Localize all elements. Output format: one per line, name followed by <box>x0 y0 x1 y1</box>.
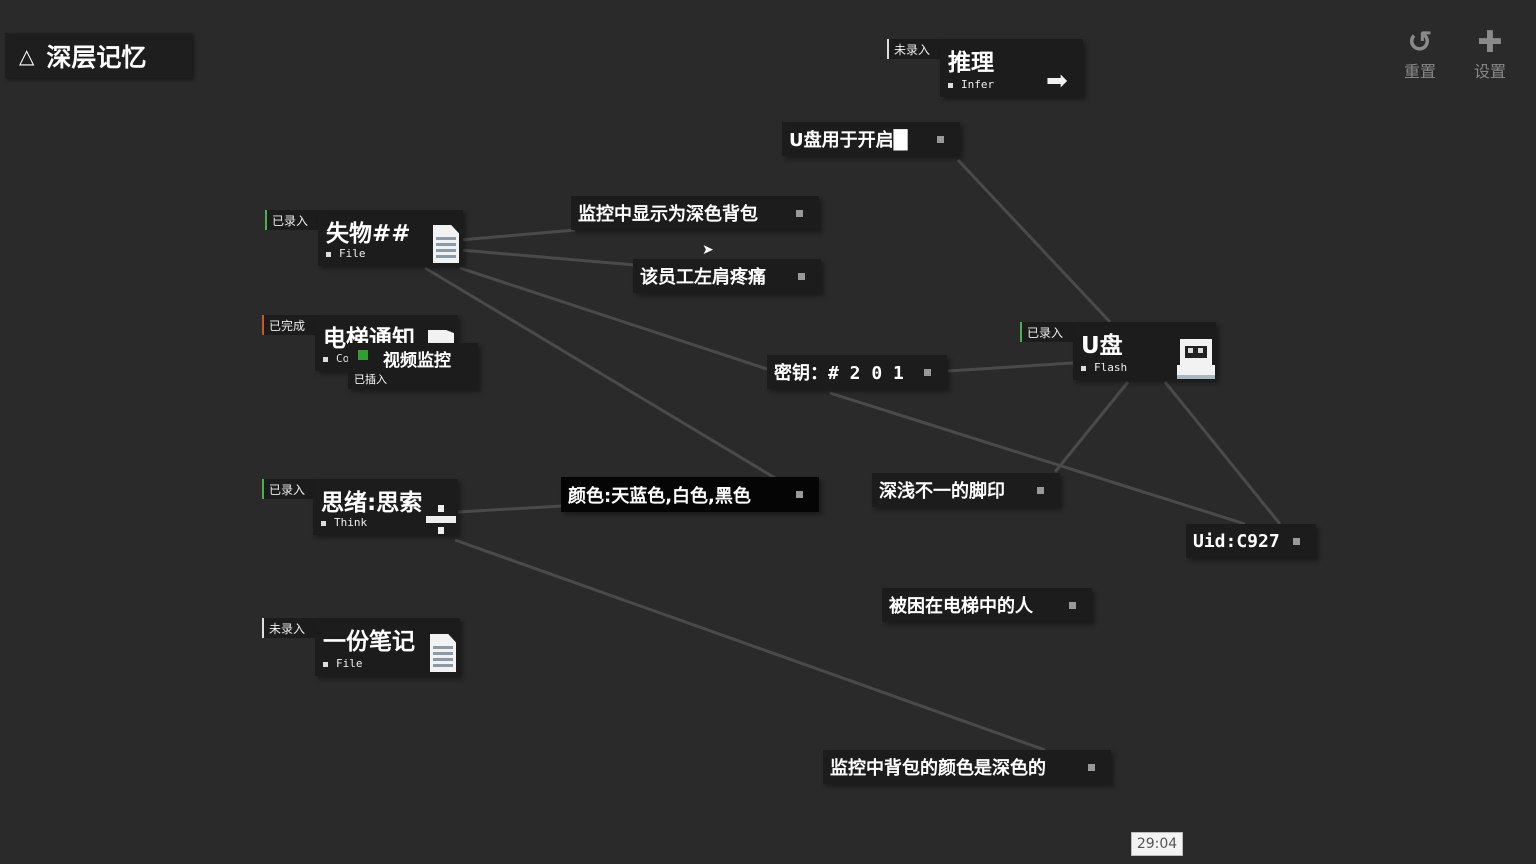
fact-shoulder[interactable]: 该员工左肩疼痛 <box>633 259 821 293</box>
file-icon <box>433 225 459 263</box>
status-tag: 已完成 <box>262 315 315 335</box>
node-video-monitor[interactable]: 视频监控 已插入 <box>348 343 478 389</box>
status-tag: 未录入 <box>262 618 315 638</box>
fact-handle[interactable] <box>1069 602 1076 609</box>
fact-handle[interactable] <box>1293 538 1300 545</box>
file-icon <box>430 634 456 672</box>
plus-icon: ✚ <box>1477 25 1503 60</box>
fact-handle[interactable] <box>937 136 944 143</box>
fact-trapped[interactable]: 被困在电梯中的人 <box>882 588 1092 622</box>
node-lost-item[interactable]: 失物## File <box>318 210 463 266</box>
node-infer[interactable]: 推理 Infer ➡ <box>940 39 1083 97</box>
fact-handle[interactable] <box>796 491 803 498</box>
fact-handle[interactable] <box>798 273 805 280</box>
fact-color[interactable]: 颜色:天蓝色,白色,黑色 <box>561 477 819 512</box>
fact-bag-color[interactable]: 监控中背包的颜色是深色的 <box>823 750 1111 784</box>
usb-drive-icon <box>1177 339 1215 379</box>
file-icon <box>428 330 454 344</box>
divide-icon <box>426 505 456 535</box>
node-usb[interactable]: U盘 Flash <box>1073 322 1216 380</box>
app-title[interactable]: △深层记忆 <box>5 33 192 78</box>
fact-usb-open[interactable]: U盘用于开启█ <box>782 122 960 156</box>
node-note[interactable]: 一份笔记 File <box>315 618 460 676</box>
fact-uid[interactable]: Uid:C927 <box>1186 524 1316 558</box>
fact-handle[interactable] <box>1037 487 1044 494</box>
arrow-right-icon: ➡ <box>1046 66 1068 96</box>
settings-button[interactable]: ✚设置 <box>1465 28 1515 82</box>
triangle-icon: △ <box>19 43 35 68</box>
fact-key[interactable]: 密钥：# 2 0 1 <box>767 355 947 389</box>
green-status-indicator <box>358 350 368 360</box>
reset-button[interactable]: ↺重置 <box>1395 28 1445 82</box>
fact-handle[interactable] <box>796 210 803 217</box>
fact-dark-bag[interactable]: 监控中显示为深色背包 <box>571 196 819 230</box>
fact-handle[interactable] <box>924 369 931 376</box>
timer: 29:04 <box>1131 832 1183 856</box>
node-think[interactable]: 思绪:思索 Think <box>313 479 458 535</box>
status-tag: 未录入 <box>887 39 940 59</box>
fact-footprints[interactable]: 深浅不一的脚印 <box>872 473 1060 507</box>
mouse-cursor-icon: ➤ <box>702 242 714 258</box>
status-tag: 已录入 <box>262 479 313 499</box>
fact-handle[interactable] <box>1088 764 1095 771</box>
reset-icon: ↺ <box>1407 25 1433 60</box>
status-tag: 已录入 <box>1020 322 1073 342</box>
status-tag: 已录入 <box>265 210 318 230</box>
